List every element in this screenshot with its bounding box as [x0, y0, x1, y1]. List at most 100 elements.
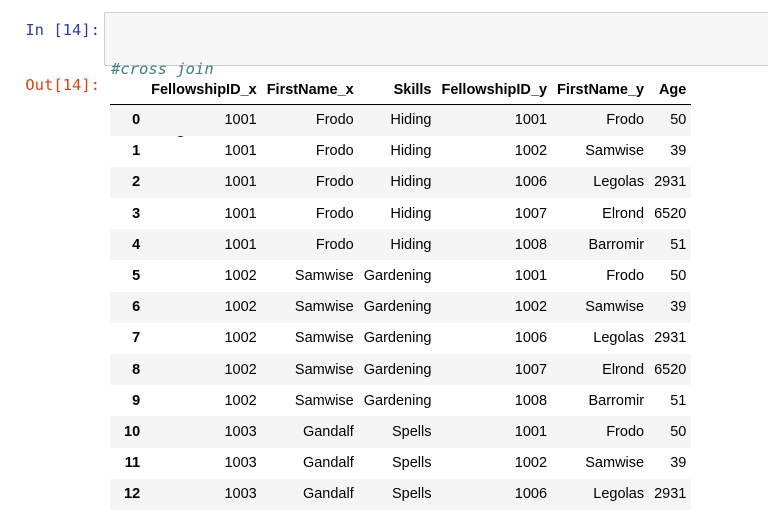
- table-cell: Gardening: [363, 268, 432, 285]
- table-cell: Frodo: [315, 174, 354, 191]
- table-cell: Hiding: [390, 112, 432, 129]
- header-row: FellowshipID_x FirstName_x Skills Fellow…: [110, 76, 692, 105]
- table-cell: 50: [670, 112, 687, 129]
- table-header: FellowshipID_x FirstName_x Skills Fellow…: [110, 76, 692, 105]
- table-cell: 1001: [224, 236, 257, 253]
- code-operator: =: [288, 120, 298, 138]
- code-cell-editor[interactable]: #cross join df1.merge(df2, how = 'cross'…: [104, 12, 768, 138]
- table-cell: Samwise: [294, 330, 354, 347]
- table-cell: 2931: [654, 486, 687, 503]
- code-comment: #cross join: [111, 60, 214, 78]
- row-index: 3: [132, 205, 141, 222]
- table-cell: 1002: [514, 299, 548, 316]
- table-cell: Samwise: [294, 392, 354, 409]
- code-line-2: df1.merge(df2, how = 'cross'): [111, 119, 768, 139]
- table-cell: Frodo: [315, 112, 354, 129]
- table-cell: 1006: [514, 174, 548, 191]
- table-cell: Gardening: [363, 361, 432, 378]
- table-cell: Gandalf: [302, 423, 354, 440]
- row-index: 10: [124, 423, 141, 440]
- table-cell: Samwise: [585, 455, 645, 472]
- row-index: 5: [132, 268, 141, 285]
- table-cell: 50: [670, 423, 687, 440]
- table-cell: Frodo: [606, 112, 645, 129]
- input-prompt: In [14]:: [25, 21, 100, 39]
- table-row: 7 1002 Samwise Gardening 1006 Legolas 2931: [110, 323, 691, 354]
- table-cell: 39: [670, 299, 687, 316]
- table-cell: Gardening: [363, 392, 432, 409]
- column-header: Skills: [358, 76, 437, 105]
- table-cell: 39: [670, 143, 687, 160]
- table-cell: Legolas: [593, 330, 645, 347]
- table-cell: Hiding: [390, 236, 432, 253]
- table-cell: Spells: [391, 486, 432, 503]
- column-header: FirstName_x: [261, 76, 359, 105]
- row-index: 7: [132, 330, 141, 347]
- table-cell: Frodo: [606, 423, 645, 440]
- row-index: 11: [124, 455, 141, 472]
- table-cell: 1002: [514, 455, 548, 472]
- table-cell: 6520: [654, 361, 687, 378]
- output-area: FellowshipID_x FirstName_x Skills Fellow…: [110, 76, 730, 510]
- table-cell: Gardening: [363, 330, 432, 347]
- row-index: 2: [132, 174, 141, 191]
- table-cell: 1002: [514, 143, 548, 160]
- row-index: 0: [132, 112, 141, 129]
- table-cell: 2931: [654, 330, 687, 347]
- table-cell: 1002: [224, 299, 257, 316]
- table-cell: 1001: [514, 112, 548, 129]
- code-string: 'cross': [307, 120, 373, 138]
- table-cell: 51: [670, 236, 687, 253]
- row-index: 6: [132, 299, 141, 316]
- table-cell: 1006: [514, 486, 548, 503]
- table-cell: 1001: [514, 268, 548, 285]
- table-cell: 1003: [224, 486, 257, 503]
- table-cell: Samwise: [585, 299, 645, 316]
- table-cell: Gandalf: [302, 486, 354, 503]
- table-cell: 1001: [514, 423, 548, 440]
- table-row: 6 1002 Samwise Gardening 1002 Samwise 39: [110, 291, 692, 323]
- table-cell: Frodo: [315, 143, 354, 160]
- table-cell: 1008: [514, 236, 548, 253]
- table-cell: 2931: [654, 174, 687, 191]
- table-cell: 1002: [224, 330, 257, 347]
- column-header: FellowshipID_y: [436, 76, 553, 105]
- table-cell: Gardening: [363, 299, 432, 316]
- table-cell: Frodo: [606, 268, 645, 285]
- table-cell: Frodo: [315, 205, 354, 222]
- index-header: [110, 76, 147, 105]
- table-cell: Samwise: [585, 143, 645, 160]
- table-cell: Samwise: [294, 361, 354, 378]
- column-header: FirstName_y: [552, 76, 650, 105]
- table-cell: 1001: [224, 205, 257, 222]
- table-cell: Barromir: [588, 392, 645, 409]
- table-cell: 6520: [654, 205, 687, 222]
- row-index: 4: [132, 236, 141, 253]
- dataframe-table: FellowshipID_x FirstName_x Skills Fellow…: [110, 76, 692, 510]
- table-cell: 39: [670, 455, 687, 472]
- column-header: Age: [649, 76, 692, 105]
- code-line-1: #cross join: [111, 59, 768, 79]
- table-cell: 1001: [224, 174, 257, 191]
- code-call: df1.merge(df2, how: [111, 120, 289, 138]
- table-cell: 1008: [514, 392, 548, 409]
- code-close-paren: ): [372, 120, 382, 138]
- table-cell: Samwise: [294, 299, 354, 316]
- table-cell: Hiding: [390, 205, 432, 222]
- table-cell: 50: [670, 268, 687, 285]
- table-cell: 1006: [514, 330, 548, 347]
- table-cell: Elrond: [602, 361, 645, 378]
- table-cell: 1002: [224, 268, 257, 285]
- table-cell: Barromir: [588, 236, 645, 253]
- column-header: FellowshipID_x: [146, 76, 262, 105]
